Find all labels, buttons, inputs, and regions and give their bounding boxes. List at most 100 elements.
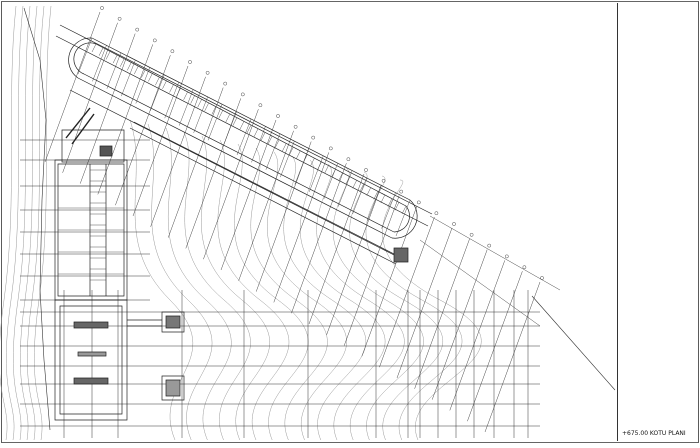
bay-divider <box>251 126 265 162</box>
bay-tick <box>148 73 152 81</box>
contour-line <box>166 128 231 440</box>
bay-tick <box>240 121 244 129</box>
diagonal-axis-line <box>397 228 452 378</box>
axis-marker <box>452 222 456 226</box>
axis-marker <box>258 103 263 108</box>
axis-marker <box>135 27 140 32</box>
vertical-block-rooms <box>58 170 124 280</box>
bay-tick <box>120 59 124 67</box>
diagonal-axis-line <box>344 196 399 346</box>
contour-line <box>6 6 23 440</box>
bay-tick <box>296 151 300 159</box>
bay-tick <box>127 62 131 70</box>
contour-line <box>350 172 443 440</box>
bay-divider <box>367 185 381 221</box>
axis-marker <box>188 60 192 64</box>
bay-tick <box>233 118 237 126</box>
diagonal-axis-line <box>115 55 170 205</box>
axis-marker <box>205 70 210 75</box>
diagonal-grid-axes <box>45 6 560 432</box>
bay-tick <box>254 129 258 137</box>
bay-tick <box>275 140 279 148</box>
bay-divider <box>208 104 222 140</box>
diagonal-axis-line <box>168 88 223 238</box>
bay-tick <box>367 188 371 196</box>
bay-tick <box>381 195 385 203</box>
bay-tick <box>205 103 209 111</box>
diagonal-axis-line <box>420 240 540 326</box>
bay-tick <box>282 143 286 151</box>
bay-divider <box>382 193 396 229</box>
bay-tick <box>310 158 314 166</box>
bay-tick <box>99 48 103 56</box>
bay-tick <box>170 85 174 93</box>
bay-divider <box>194 97 208 133</box>
axis-marker <box>328 146 333 151</box>
contour-line <box>201 136 269 440</box>
axis-marker <box>469 232 474 237</box>
axis-marker <box>399 189 404 194</box>
bay-tick <box>247 125 251 133</box>
diagonal-axis-line <box>186 98 241 248</box>
diagonal-axis-line <box>327 185 382 335</box>
diagonal-axis-line <box>203 109 258 259</box>
plan-title: +675.00 KOTU PLANI <box>622 430 686 437</box>
bay-tick <box>134 66 138 74</box>
bay-divider <box>136 67 150 103</box>
diagonal-building-block <box>56 25 432 264</box>
bay-tick <box>374 191 378 199</box>
diagonal-axis-line <box>432 250 487 400</box>
bay-tick <box>155 77 159 85</box>
bay-divider <box>396 200 410 236</box>
bay-tick <box>339 173 343 181</box>
bay-divider <box>309 156 323 192</box>
bay-divider <box>121 60 135 96</box>
bay-tick <box>191 96 195 104</box>
diagonal-axis-line <box>467 271 522 421</box>
contour-line <box>34 6 51 440</box>
axis-marker <box>117 16 122 21</box>
axis-marker <box>170 49 175 54</box>
axis-marker <box>416 200 421 205</box>
contour-line <box>300 160 385 440</box>
bay-divider <box>237 119 251 155</box>
axis-marker <box>223 81 228 86</box>
diagonal-axis-line <box>45 12 100 162</box>
bay-divider <box>179 90 193 126</box>
diagonal-axis-line <box>362 206 417 356</box>
diagonal-axis-line <box>415 239 470 389</box>
diagonal-axis-line <box>63 23 118 173</box>
site-boundary <box>24 8 615 430</box>
contour-line <box>284 156 366 440</box>
bay-tick <box>360 184 364 192</box>
diagonal-axis-line <box>256 142 311 292</box>
bay-tick <box>289 147 293 155</box>
axis-marker <box>364 168 368 172</box>
diagonal-axis-line <box>239 131 294 281</box>
diagonal-axis-line <box>221 120 276 270</box>
bay-divider <box>280 141 294 177</box>
axis-marker <box>522 265 527 270</box>
diagonal-axis-line <box>430 216 560 290</box>
diagonal-axis-line <box>133 66 188 216</box>
axis-marker <box>293 124 298 129</box>
bay-divider <box>338 171 352 207</box>
contour-line <box>333 168 423 440</box>
bay-tick <box>198 99 202 107</box>
diagonal-axis-line <box>379 217 434 367</box>
bay-divider <box>92 45 106 81</box>
diagonal-axis-line <box>485 282 540 432</box>
bay-tick <box>226 114 230 122</box>
contour-line <box>234 144 308 440</box>
contour-line <box>148 124 212 440</box>
contour-line <box>251 148 328 440</box>
contour-line <box>130 120 193 440</box>
contour-line <box>184 132 251 440</box>
diagonal-axis-line <box>291 163 346 313</box>
bay-divider <box>266 134 280 170</box>
diagonal-axis-line <box>98 44 153 194</box>
bay-tick <box>268 136 272 144</box>
